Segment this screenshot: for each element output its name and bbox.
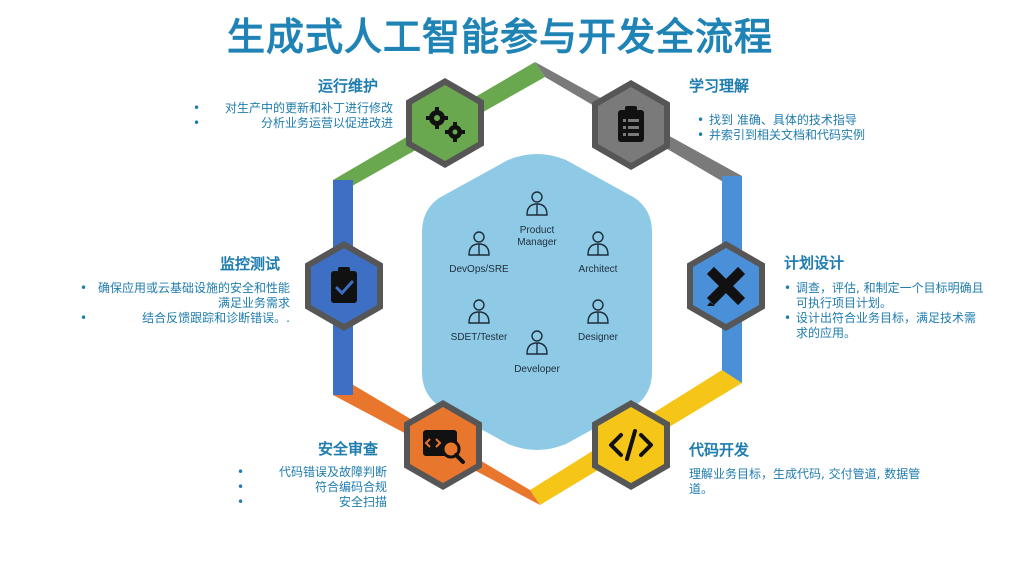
- clipboard-check-icon: [331, 267, 357, 303]
- role-label-designer: Designer: [577, 332, 619, 343]
- person-icon: [587, 299, 609, 324]
- stage-desc-sec: 代码错误及故障判断 符合编码合规 安全扫描: [237, 465, 387, 510]
- stage-desc-mon: 确保应用或云基础设施的安全和性能满足业务需求 结合反馈跟踪和诊断错误。.: [80, 281, 290, 326]
- role-label-tester: SDET/Tester: [450, 332, 508, 343]
- stage-desc-ops: 对生产中的更新和补丁进行修改 分析业务运营以促进改进: [193, 101, 393, 131]
- gears-icon: [426, 107, 465, 142]
- stage-desc-plan: 调查，评估, 和制定一个目标明确且可执行项目计划。 设计出符合业务目标，满足技术…: [784, 281, 984, 341]
- stage-bullet: 找到 准确、具体的技术指导: [697, 113, 907, 128]
- role-label-devops: DevOps/SRE: [449, 264, 509, 275]
- stage-bullet: 调查，评估, 和制定一个目标明确且可执行项目计划。: [784, 281, 984, 311]
- stage-bullet: 对生产中的更新和补丁进行修改: [193, 101, 393, 116]
- person-icon: [468, 299, 490, 324]
- code-search-icon: [423, 430, 465, 464]
- stage-bullet: 符合编码合规: [237, 480, 387, 495]
- stage-heading-ops: 运行维护: [318, 77, 379, 95]
- person-icon: [526, 330, 548, 355]
- stage-heading-plan: 计划设计: [784, 254, 845, 272]
- stage-heading-dev: 代码开发: [689, 441, 750, 459]
- stage-node-learn[interactable]: [592, 80, 670, 170]
- stage-bullet: 安全扫描: [237, 495, 387, 510]
- stage-bullet: 结合反馈跟踪和诊断错误。.: [80, 311, 290, 326]
- code-brackets-icon: [609, 429, 653, 461]
- person-icon: [468, 231, 490, 256]
- stage-node-mon[interactable]: [305, 241, 383, 331]
- person-icon: [587, 231, 609, 256]
- pencil-ruler-icon: [706, 266, 746, 306]
- stage-node-dev[interactable]: [592, 400, 670, 490]
- stage-text: 理解业务目标，生成代码, 交付管道, 数据管道。: [689, 467, 921, 496]
- page-title: 生成式人工智能参与开发全流程: [226, 15, 773, 59]
- clipboard-list-icon: [618, 106, 644, 142]
- stage-node-plan[interactable]: [687, 241, 765, 331]
- stage-desc-dev: 理解业务目标，生成代码, 交付管道, 数据管道。: [689, 467, 939, 497]
- stage-node-ops[interactable]: [406, 78, 484, 168]
- stage-bullet: 并索引到相关文档和代码实例: [697, 128, 907, 143]
- stage-bullet: 设计出符合业务目标，满足技术需求的应用。: [784, 311, 984, 341]
- stage-heading-sec: 安全审查: [318, 440, 379, 458]
- stage-node-sec[interactable]: [404, 400, 482, 490]
- stage-heading-mon: 监控测试: [220, 255, 281, 273]
- role-label-architect: Architect: [578, 264, 618, 275]
- person-icon: [526, 191, 548, 216]
- role-label-developer: Developer: [514, 364, 560, 375]
- center-hexagon: [422, 154, 652, 450]
- stage-bullet: 代码错误及故障判断: [237, 465, 387, 480]
- stage-desc-learn: 找到 准确、具体的技术指导 并索引到相关文档和代码实例: [697, 113, 907, 143]
- stage-bullet: 确保应用或云基础设施的安全和性能满足业务需求: [80, 281, 290, 311]
- role-label-product-manager: Product Manager: [517, 225, 557, 248]
- stage-bullet: 分析业务运营以促进改进: [193, 116, 393, 131]
- stage-heading-learn: 学习理解: [689, 77, 750, 95]
